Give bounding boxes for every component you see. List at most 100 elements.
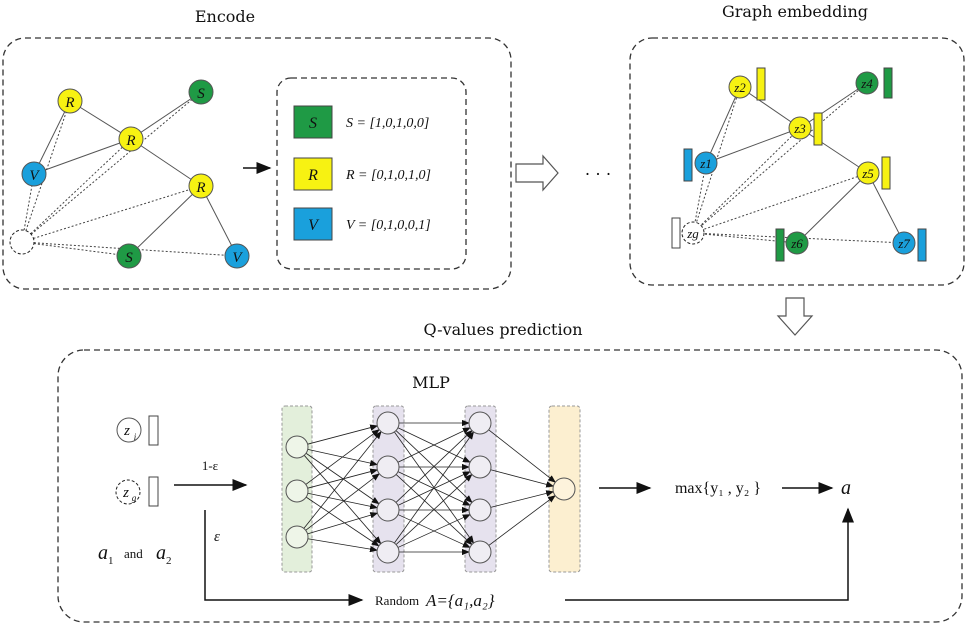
- mlp-hidden-layer-2: [464, 405, 497, 573]
- mlp-edge-l2-1-0: [490, 469, 555, 488]
- svg-text:a: a: [156, 542, 166, 564]
- mlp-neuron-l2-1: [468, 455, 492, 479]
- svg-text:R: R: [195, 180, 205, 196]
- mlp-title: MLP: [412, 373, 450, 392]
- mlp-edge-l0-1-2: [307, 492, 379, 510]
- svg-text:R: R: [307, 167, 318, 184]
- graph-embedding-title: Graph embedding: [722, 2, 868, 21]
- actions-label: a 1 and a 2: [98, 542, 172, 567]
- svg-text:a: a: [98, 542, 108, 564]
- ellipsis: · · ·: [585, 164, 612, 184]
- encode-node-s1: S: [188, 79, 214, 105]
- encode-node-r2: R: [118, 126, 144, 152]
- embedding-graph: z2 z3 z4 z1 z5 zg z6 z7: [671, 67, 927, 262]
- svg-text:z5: z5: [861, 166, 874, 181]
- legend-item-v: V V = [0,1,0,0,1]: [293, 207, 431, 241]
- encoding-legend: [276, 77, 467, 270]
- max-expression: max{y₁ , y₂ }: [675, 480, 761, 497]
- encode-panel: [2, 37, 512, 290]
- mlp-neuron-l2-0: [468, 411, 492, 435]
- mlp-edge-l0-0-2: [305, 452, 380, 505]
- mlp-edge-l1-3-0: [394, 431, 475, 544]
- svg-text:S = [1,0,1,0,0]: S = [1,0,1,0,0]: [346, 116, 429, 131]
- svg-text:2: 2: [166, 555, 172, 567]
- svg-text:S: S: [309, 115, 317, 132]
- random-action-set: A={a₁,a₂}: [425, 591, 495, 610]
- graph-embedding-panel: [629, 37, 965, 286]
- mlp-edge-l0-0-3: [303, 455, 382, 545]
- epsilon-label: ε: [214, 529, 220, 545]
- mlp-neuron-l1-3: [376, 540, 400, 564]
- zg-feature-bar: [148, 476, 159, 507]
- mlp-edge-l0-0-0: [307, 424, 379, 445]
- legend-item-s: S S = [1,0,1,0,0]: [293, 105, 429, 139]
- mlp-edge-l0-2-1: [305, 473, 380, 531]
- mlp-neuron-l2-3: [468, 540, 492, 564]
- hollow-arrow-down-icon: [776, 297, 814, 336]
- mlp-edge-l1-2-1: [397, 471, 471, 506]
- mlp-edge-l0-1-3: [305, 496, 380, 547]
- mlp-edge-l2-3-0: [488, 495, 556, 546]
- mlp-edge-l0-2-3: [307, 538, 378, 553]
- embed-node-z2: z2: [728, 75, 752, 99]
- explore-arrow: [204, 510, 364, 606]
- svg-text:zg: zg: [686, 226, 699, 241]
- mlp-edge-l1-3-2: [397, 514, 471, 548]
- zi-feature-bar: [148, 415, 159, 446]
- zi-node: z i: [116, 417, 142, 443]
- hollow-arrow-right-icon: [515, 154, 559, 192]
- mlp-neuron-l3-0: [552, 477, 576, 501]
- svg-text:z6: z6: [790, 236, 803, 251]
- qvalues-title: Q-values prediction: [423, 320, 582, 339]
- encode-node-v1: V: [21, 161, 47, 187]
- svg-text:V: V: [29, 168, 40, 184]
- svg-text:g: g: [132, 493, 137, 503]
- mlp-neurons: [285, 411, 576, 564]
- svg-text:z: z: [122, 485, 129, 501]
- encode-graph: R R S V R S V: [9, 79, 250, 269]
- mlp-neuron-l1-1: [376, 455, 400, 479]
- svg-text:1: 1: [108, 555, 114, 567]
- encode-title: Encode: [195, 7, 255, 26]
- svg-text:S: S: [197, 86, 205, 102]
- random-to-action-arrow: [565, 507, 854, 601]
- embed-node-z5: z5: [856, 161, 880, 185]
- mlp-neuron-l1-0: [376, 411, 400, 435]
- svg-text:z3: z3: [793, 121, 806, 136]
- mlp-neuron-l0-2: [285, 525, 309, 549]
- zg-node: z g: [115, 479, 141, 505]
- svg-text:R: R: [64, 95, 74, 111]
- embed-node-z3: z3: [788, 116, 812, 140]
- svg-text:V: V: [232, 250, 243, 266]
- mlp-hidden-layer-1: [372, 405, 405, 573]
- mlp-neuron-l0-1: [285, 479, 309, 503]
- embed-node-z7: z7: [892, 231, 916, 255]
- svg-text:and: and: [124, 546, 143, 561]
- mlp-edge-l1-3-1: [395, 473, 473, 545]
- svg-text:z4: z4: [860, 76, 873, 91]
- embed-node-z6: z6: [785, 231, 809, 255]
- encode-node-v2: V: [224, 243, 250, 269]
- encode-node-r1: R: [57, 88, 83, 114]
- encode-node-s2: S: [116, 243, 142, 269]
- mlp-neuron-l2-2: [468, 498, 492, 522]
- embed-node-zg: zg: [681, 221, 705, 245]
- svg-text:z1: z1: [699, 156, 712, 171]
- one-minus-epsilon-label: 1-ε: [202, 458, 219, 473]
- svg-text:i: i: [134, 432, 137, 442]
- mlp-edge-l0-2-0: [303, 430, 382, 529]
- action-output: a: [841, 477, 851, 499]
- svg-text:z7: z7: [897, 236, 910, 251]
- mlp-edge-l0-2-2: [307, 512, 379, 535]
- mlp-neuron-l0-0: [285, 435, 309, 459]
- mlp-connections: [303, 419, 556, 556]
- random-label: Random: [375, 593, 419, 608]
- svg-text:V: V: [308, 217, 320, 234]
- embed-node-z1: z1: [694, 151, 718, 175]
- mlp-edge-l2-0-0: [488, 429, 556, 483]
- embed-node-z4: z4: [855, 71, 879, 95]
- legend-item-r: R R = [0,1,0,1,0]: [293, 157, 431, 191]
- encode-node-r3: R: [188, 173, 214, 199]
- svg-text:R = [0,1,0,1,0]: R = [0,1,0,1,0]: [345, 168, 431, 183]
